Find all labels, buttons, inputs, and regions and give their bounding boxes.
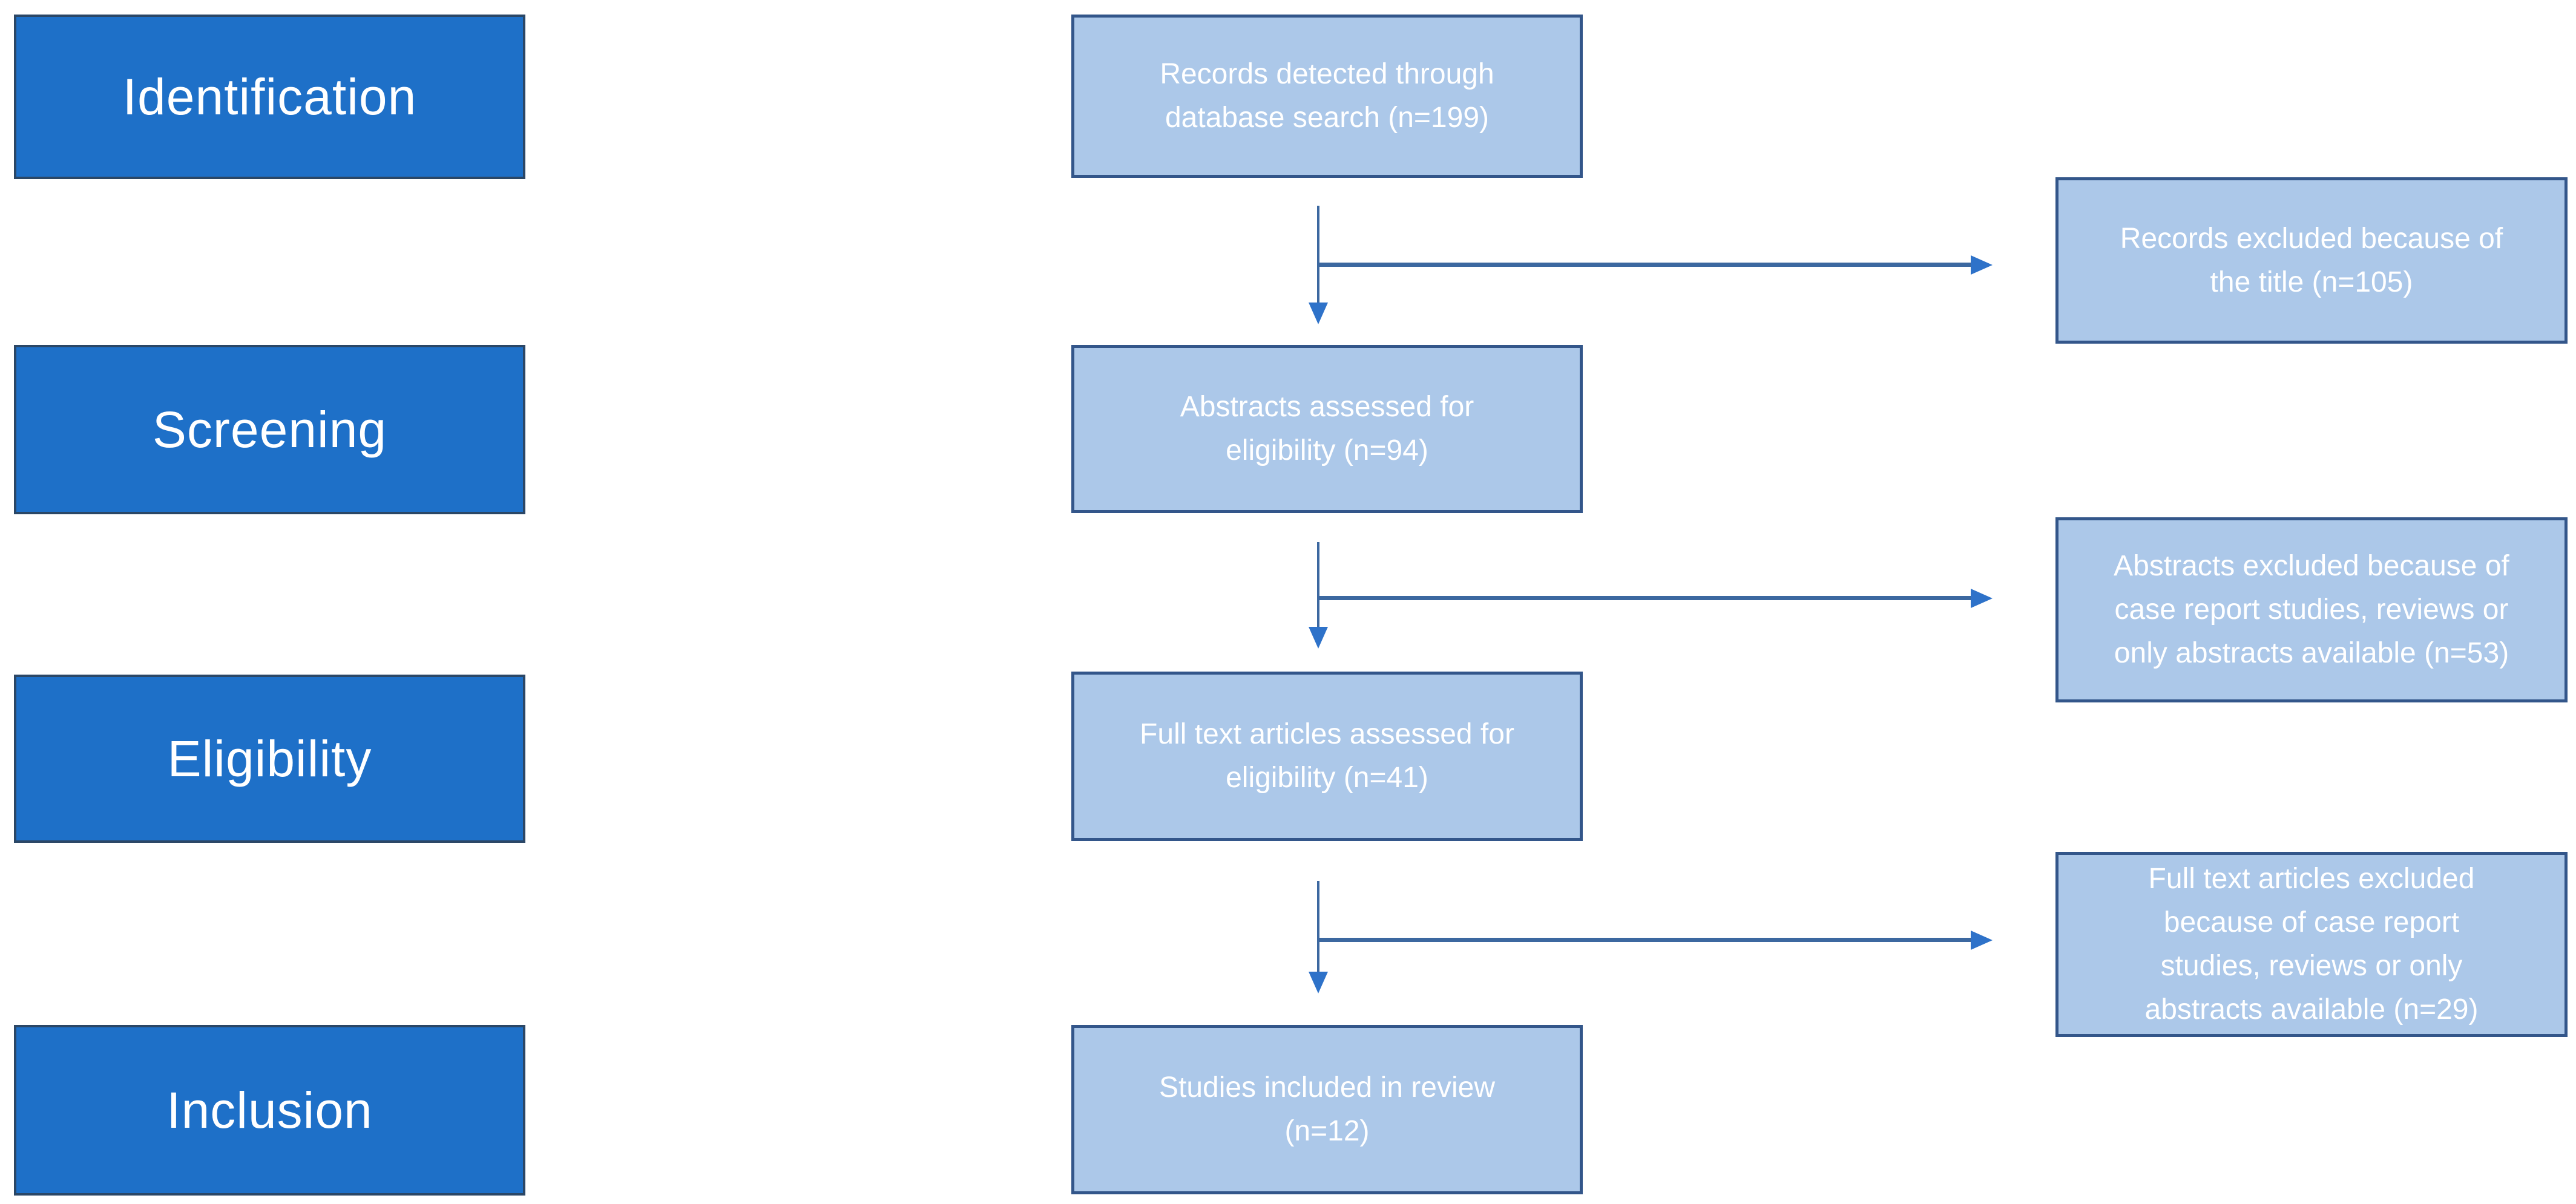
stage-inclusion: Inclusion — [14, 1025, 525, 1196]
connector2-vertical-line — [1317, 542, 1319, 627]
connector1-vertical-line — [1317, 206, 1319, 304]
arrow-right-icon — [1971, 589, 1993, 608]
stage-inclusion-label: Inclusion — [166, 1081, 373, 1139]
node-abstracts-excluded-text: Abstracts excluded because of case repor… — [2114, 550, 2509, 669]
stage-screening-label: Screening — [152, 401, 387, 458]
node-fulltext-excluded-text: Full text articles excluded because of c… — [2144, 863, 2479, 1026]
stage-screening: Screening — [14, 345, 525, 514]
arrow-down-icon — [1309, 627, 1328, 649]
arrow-right-icon — [1971, 931, 1993, 950]
arrow-down-icon — [1309, 972, 1328, 993]
node-records-detected: Records detected through database search… — [1071, 15, 1583, 178]
node-studies-included-text: Studies included in review (n=12) — [1159, 1071, 1495, 1147]
stage-eligibility-label: Eligibility — [167, 730, 372, 787]
stage-eligibility: Eligibility — [14, 675, 525, 843]
arrow-down-icon — [1309, 303, 1328, 324]
node-abstracts-excluded: Abstracts excluded because of case repor… — [2055, 517, 2568, 702]
connector3-vertical-line — [1317, 881, 1319, 973]
node-fulltext-assessed-text: Full text articles assessed for eligibil… — [1140, 718, 1514, 794]
stage-identification: Identification — [14, 15, 525, 179]
node-fulltext-assessed: Full text articles assessed for eligibil… — [1071, 672, 1583, 841]
node-abstracts-assessed: Abstracts assessed for eligibility (n=94… — [1071, 345, 1583, 513]
arrow-right-icon — [1971, 255, 1993, 275]
node-studies-included: Studies included in review (n=12) — [1071, 1025, 1583, 1194]
connector1-horizontal-line — [1318, 263, 1971, 267]
stage-identification-label: Identification — [122, 68, 417, 125]
node-records-detected-text: Records detected through database search… — [1160, 58, 1494, 134]
node-fulltext-excluded: Full text articles excluded because of c… — [2055, 852, 2568, 1037]
node-abstracts-assessed-text: Abstracts assessed for eligibility (n=94… — [1180, 391, 1474, 466]
connector3-horizontal-line — [1318, 938, 1971, 942]
node-records-excluded-text: Records excluded because of the title (n… — [2120, 222, 2503, 298]
node-records-excluded: Records excluded because of the title (n… — [2055, 177, 2568, 344]
connector2-horizontal-line — [1318, 596, 1971, 600]
